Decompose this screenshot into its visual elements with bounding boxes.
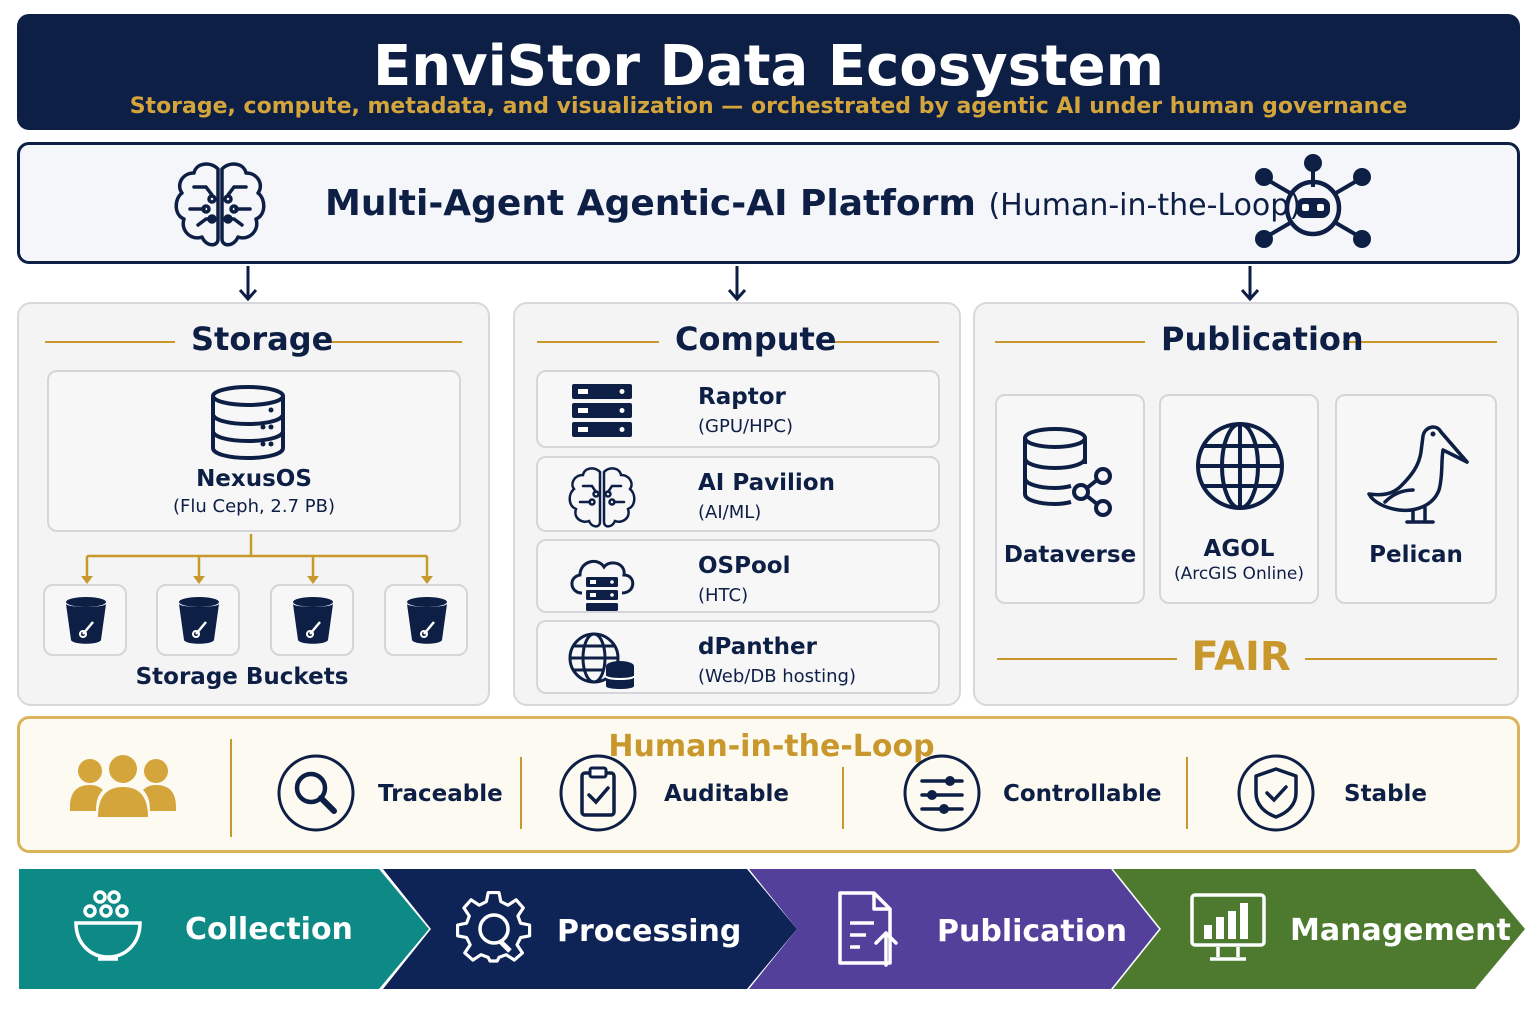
cloud-server-icon — [570, 559, 635, 611]
server-rack-icon — [572, 384, 632, 437]
divider — [1186, 757, 1188, 829]
hitl-title: Human-in-the-Loop — [608, 729, 935, 764]
compute-name: AI Pavilion — [698, 470, 835, 496]
platform-name: Multi-Agent Agentic-AI Platform — [325, 183, 976, 224]
page-subtitle: Storage, compute, metadata, and visualiz… — [129, 94, 1408, 119]
compute-resource-raptor: Raptor (GPU/HPC) — [536, 370, 940, 448]
compute-spec: (GPU/HPC) — [698, 416, 794, 437]
gear-icon — [456, 891, 532, 963]
bucket-icon — [66, 597, 106, 644]
bucket-connectors — [81, 534, 433, 584]
compute-name: dPanther — [698, 634, 817, 660]
arrow-down-icon — [727, 266, 747, 302]
principle-label: Auditable — [664, 781, 789, 807]
bucket-icon — [179, 597, 219, 644]
publication-panel: Publication Dataverse AGO — [973, 302, 1519, 706]
divider — [842, 767, 844, 829]
publication-platform-dataverse: Dataverse — [995, 394, 1145, 604]
compute-panel: Compute Raptor (GPU/HPC) AI Pavilion (AI… — [513, 302, 961, 706]
globe-database-icon — [568, 632, 635, 689]
database-icon — [211, 385, 285, 460]
publication-platform-agol: AGOL (ArcGIS Online) — [1159, 394, 1319, 604]
platform-qualifier: (Human-in-the-Loop) — [988, 188, 1302, 223]
divider — [537, 341, 659, 343]
database-share-icon — [1023, 427, 1112, 517]
publication-spec: (ArcGIS Online) — [1173, 564, 1305, 584]
nexusos-card: NexusOS (Flu Ceph, 2.7 PB) — [47, 370, 461, 532]
compute-resource-ospool: OSPool (HTC) — [536, 539, 940, 613]
compute-spec: (Web/DB hosting) — [698, 666, 856, 687]
divider — [1343, 341, 1497, 343]
bar-chart-icon — [1190, 893, 1266, 961]
brain-circuit-icon — [568, 467, 636, 528]
fair-label: FAIR — [1191, 634, 1291, 680]
principle-label: Controllable — [1003, 781, 1162, 807]
storage-bucket — [270, 584, 354, 656]
people-group-icon — [70, 755, 176, 817]
shield-check-icon — [1237, 754, 1315, 832]
divider — [520, 757, 522, 829]
magnifier-icon — [277, 754, 355, 832]
bucket-icon — [407, 597, 447, 644]
storage-buckets-label: Storage Buckets — [135, 664, 349, 690]
arrow-down-icon — [1240, 266, 1260, 302]
bowl-icon — [74, 890, 142, 961]
publication-name: Pelican — [1369, 542, 1463, 568]
pipeline-label-management: Management — [1290, 913, 1511, 948]
storage-bucket — [43, 584, 127, 656]
arrow-down-icon — [238, 266, 258, 302]
page-title: EnviStor Data Ecosystem — [372, 34, 1165, 99]
storage-title: Storage — [175, 320, 333, 358]
publication-name: Dataverse — [1003, 542, 1137, 568]
divider — [997, 658, 1177, 660]
robot-network-icon — [1255, 154, 1371, 248]
title-banner: EnviStor Data Ecosystem Storage, compute… — [17, 14, 1520, 130]
bucket-icon — [293, 597, 333, 644]
brain-circuit-icon — [174, 162, 266, 247]
storage-bucket — [384, 584, 468, 656]
divider — [1305, 658, 1497, 660]
compute-name: Raptor — [698, 384, 786, 410]
divider — [995, 341, 1145, 343]
nexusos-name: NexusOS — [196, 466, 312, 492]
human-in-the-loop-band: Human-in-the-Loop Traceable Auditable Co… — [17, 716, 1520, 853]
pipeline-label-collection: Collection — [185, 912, 353, 947]
pelican-icon — [1367, 425, 1469, 524]
compute-name: OSPool — [698, 553, 791, 579]
divider — [332, 341, 462, 343]
storage-panel: Storage NexusOS (Flu Ceph, 2.7 PB) — [17, 302, 490, 706]
pipeline-label-publication: Publication — [937, 914, 1128, 949]
platform-title: Multi-Agent Agentic-AI Platform (Human-i… — [325, 183, 1301, 224]
clipboard-check-icon — [559, 754, 637, 832]
publication-platform-pelican: Pelican — [1335, 394, 1497, 604]
sliders-icon — [903, 754, 981, 832]
agentic-platform-box: Multi-Agent Agentic-AI Platform (Human-i… — [17, 142, 1520, 264]
globe-icon — [1196, 422, 1284, 510]
divider — [230, 739, 232, 837]
publication-name: AGOL — [1203, 536, 1275, 562]
nexusos-spec: (Flu Ceph, 2.7 PB) — [173, 496, 335, 517]
divider — [817, 341, 939, 343]
principle-label: Stable — [1344, 781, 1428, 807]
compute-spec: (HTC) — [698, 585, 749, 606]
pipeline-label-processing: Processing — [557, 914, 742, 949]
publication-title: Publication — [1145, 320, 1364, 358]
compute-spec: (AI/ML) — [698, 502, 762, 523]
compute-resource-ai-pavilion: AI Pavilion (AI/ML) — [536, 456, 940, 532]
principle-label: Traceable — [378, 781, 503, 807]
pipeline-stage-publication-shape — [749, 869, 1159, 989]
compute-resource-dpanther: dPanther (Web/DB hosting) — [536, 620, 940, 694]
storage-bucket — [156, 584, 240, 656]
pipeline-stage-collection-shape — [19, 869, 429, 989]
document-upload-icon — [838, 891, 898, 967]
compute-title: Compute — [659, 320, 837, 358]
divider — [45, 341, 175, 343]
